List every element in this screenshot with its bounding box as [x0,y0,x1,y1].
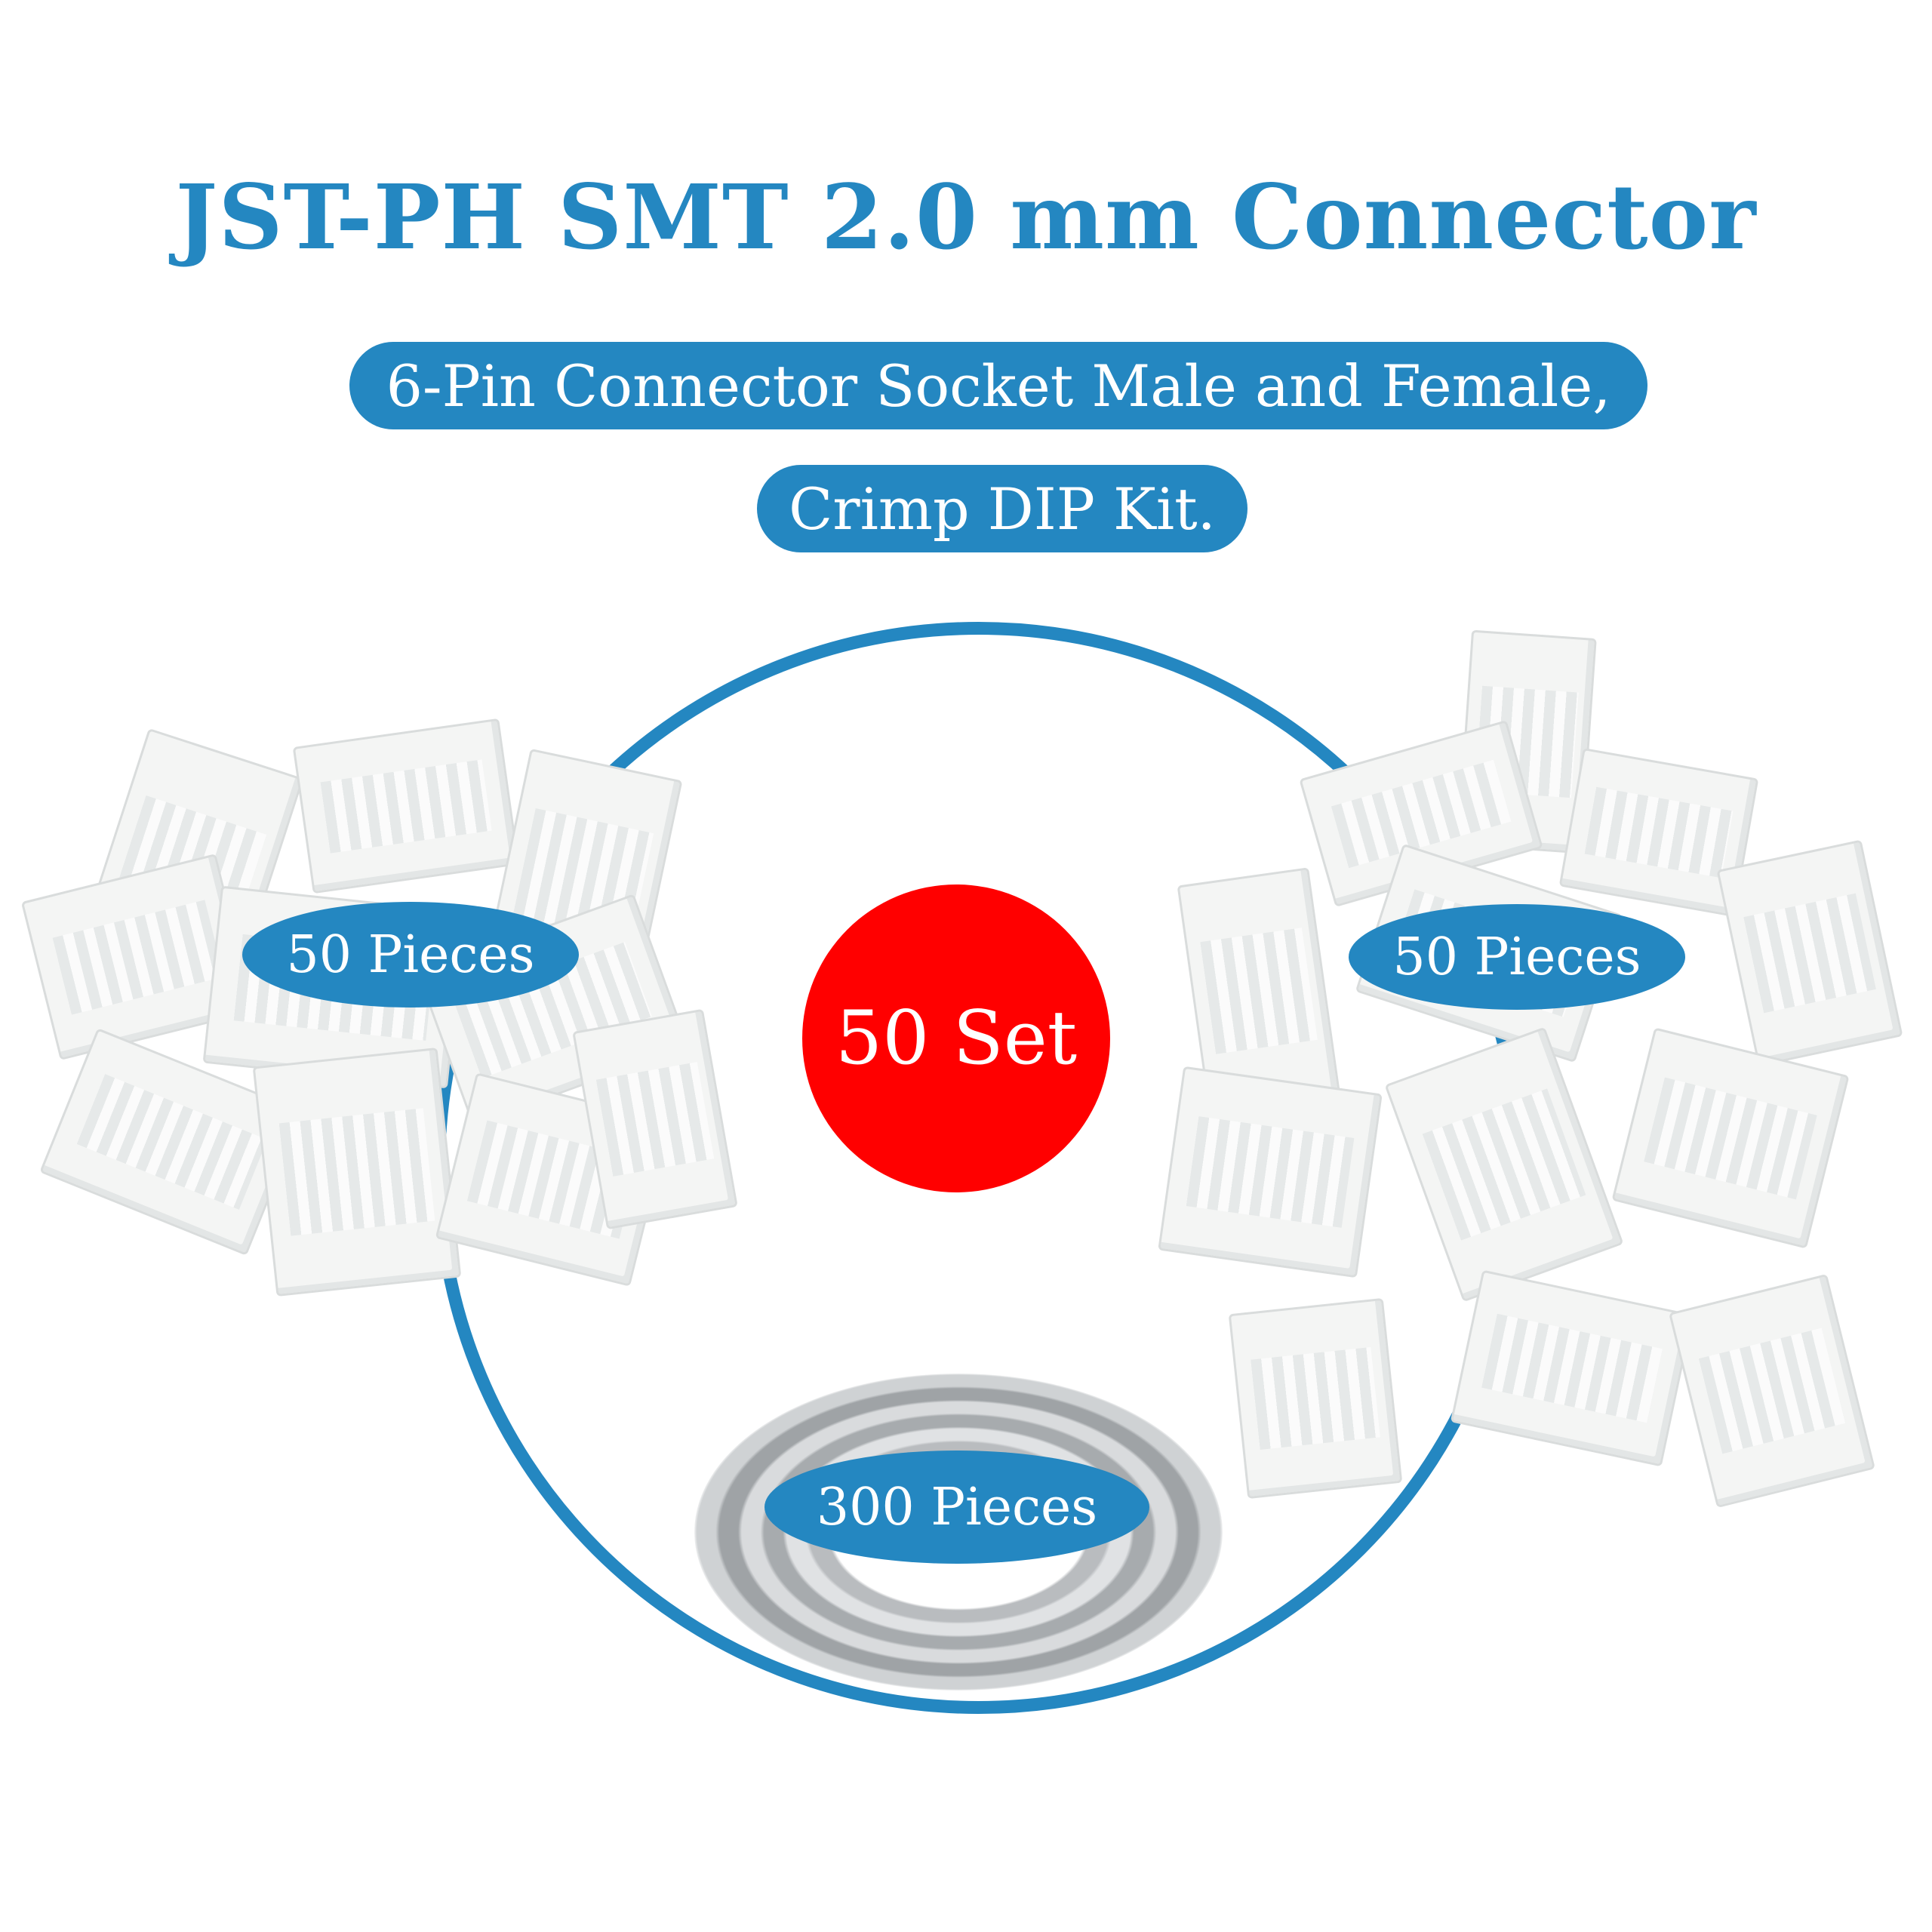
subtitle-line-1: 6-Pin Connector Socket Male and Female, [349,342,1647,429]
subtitle-line-2: Crimp DIP Kit. [757,465,1247,552]
crimp-terminal-count-badge: 300 Pieces [764,1451,1149,1564]
page-title: JST-PH SMT 2.0 mm Connector [175,165,1757,269]
female-housing-pile-image [15,702,770,1351]
male-header-pile-image [1147,626,1924,1592]
male-header-count-badge: 50 Pieces [1349,904,1685,1010]
set-count-badge: 50 Set [802,884,1110,1192]
female-housing-count-badge: 50 Pieces [242,902,579,1008]
